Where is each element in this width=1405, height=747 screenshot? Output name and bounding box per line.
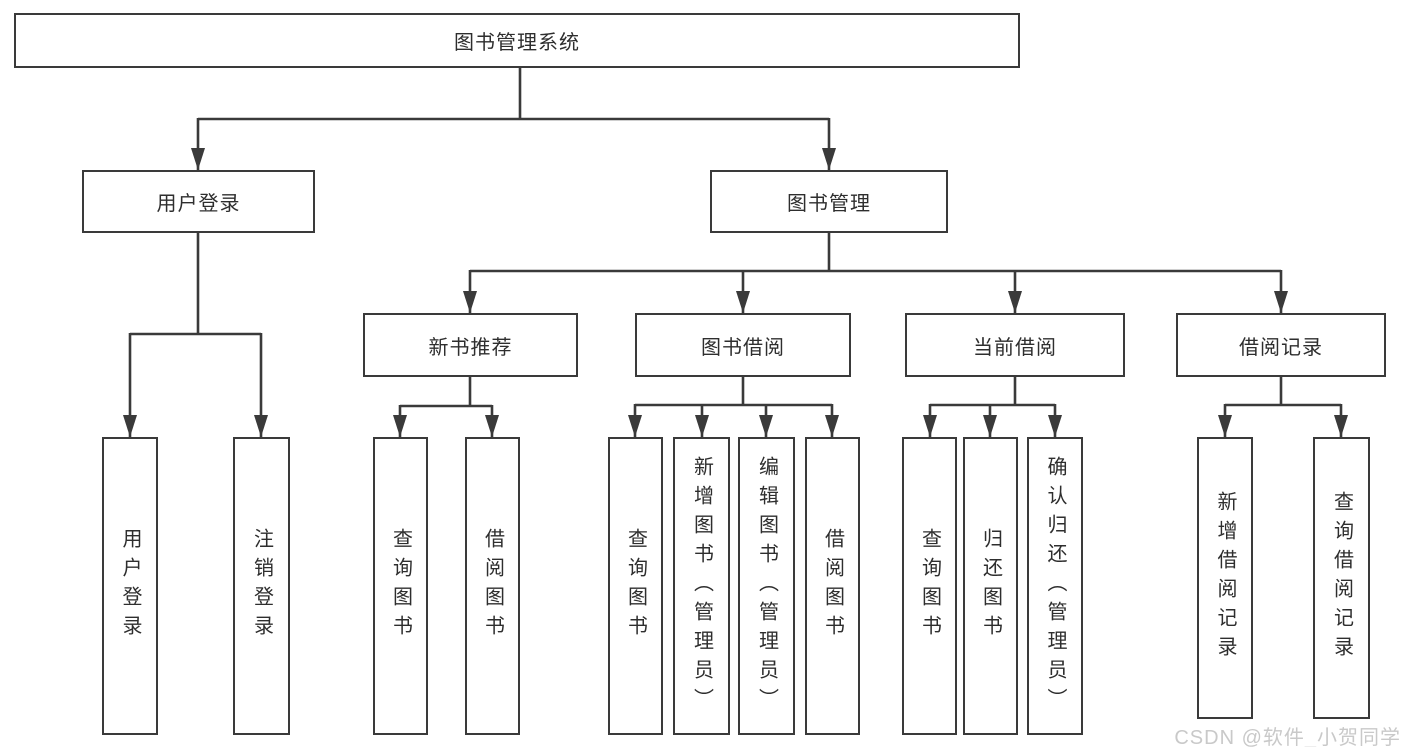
leaf-logout-label: 注销登录 bbox=[250, 528, 273, 644]
node-borrow-record-label: 借阅记录 bbox=[1239, 336, 1323, 359]
leaf-add-record: 新增借阅记录 bbox=[1197, 437, 1253, 719]
node-book-mgmt: 图书管理 bbox=[710, 170, 948, 233]
leaf-add-book-label: 新增图书（管理员） bbox=[690, 455, 713, 717]
node-borrow-record: 借阅记录 bbox=[1176, 313, 1386, 377]
leaf-add-record-label: 新增借阅记录 bbox=[1214, 491, 1236, 665]
leaf-query-book-3-label: 查询图书 bbox=[918, 528, 941, 644]
leaf-edit-book-label: 编辑图书（管理员） bbox=[755, 455, 778, 717]
leaf-borrow-book-1: 借阅图书 bbox=[465, 437, 520, 735]
node-current-borrow-label: 当前借阅 bbox=[973, 336, 1057, 359]
leaf-query-book-2-label: 查询图书 bbox=[624, 528, 647, 644]
leaf-return-book-label: 归还图书 bbox=[979, 528, 1002, 644]
node-current-borrow: 当前借阅 bbox=[905, 313, 1125, 377]
connector-book-borrow-children bbox=[628, 377, 839, 437]
leaf-borrow-book-2: 借阅图书 bbox=[805, 437, 860, 735]
leaf-query-book-1: 查询图书 bbox=[373, 437, 428, 735]
leaf-borrow-book-1-label: 借阅图书 bbox=[481, 528, 504, 644]
leaf-query-book-2: 查询图书 bbox=[608, 437, 663, 735]
leaf-confirm-return: 确认归还（管理员） bbox=[1027, 437, 1083, 735]
node-book-borrow-label: 图书借阅 bbox=[701, 336, 785, 359]
leaf-logout: 注销登录 bbox=[233, 437, 290, 735]
connector-current-borrow-children bbox=[923, 377, 1062, 437]
node-user-login: 用户登录 bbox=[82, 170, 315, 233]
connector-borrow-record-children bbox=[1218, 377, 1348, 437]
connector-root-to-level2 bbox=[191, 68, 836, 170]
connector-book-mgmt-children bbox=[463, 233, 1288, 313]
node-book-borrow: 图书借阅 bbox=[635, 313, 851, 377]
leaf-query-record: 查询借阅记录 bbox=[1313, 437, 1370, 719]
node-book-mgmt-label: 图书管理 bbox=[787, 193, 871, 215]
leaf-query-record-label: 查询借阅记录 bbox=[1330, 491, 1353, 665]
node-new-book-rec: 新书推荐 bbox=[363, 313, 578, 377]
leaf-borrow-book-2-label: 借阅图书 bbox=[821, 528, 844, 644]
connector-user-login-children bbox=[123, 233, 268, 437]
leaf-user-login: 用户登录 bbox=[102, 437, 158, 735]
node-root-label: 图书管理系统 bbox=[454, 32, 580, 54]
node-user-login-label: 用户登录 bbox=[156, 193, 241, 215]
watermark: CSDN @软件_小贺同学 bbox=[1174, 727, 1401, 747]
node-root: 图书管理系统 bbox=[14, 13, 1020, 68]
leaf-query-book-3: 查询图书 bbox=[902, 437, 957, 735]
leaf-confirm-return-label: 确认归还（管理员） bbox=[1044, 455, 1066, 717]
leaf-edit-book: 编辑图书（管理员） bbox=[738, 437, 795, 735]
leaf-user-login-label: 用户登录 bbox=[119, 528, 141, 644]
node-new-book-rec-label: 新书推荐 bbox=[428, 336, 513, 359]
leaf-return-book: 归还图书 bbox=[963, 437, 1018, 735]
leaf-add-book: 新增图书（管理员） bbox=[673, 437, 730, 735]
connector-new-book-rec-children bbox=[393, 377, 499, 437]
leaf-query-book-1-label: 查询图书 bbox=[389, 528, 412, 644]
